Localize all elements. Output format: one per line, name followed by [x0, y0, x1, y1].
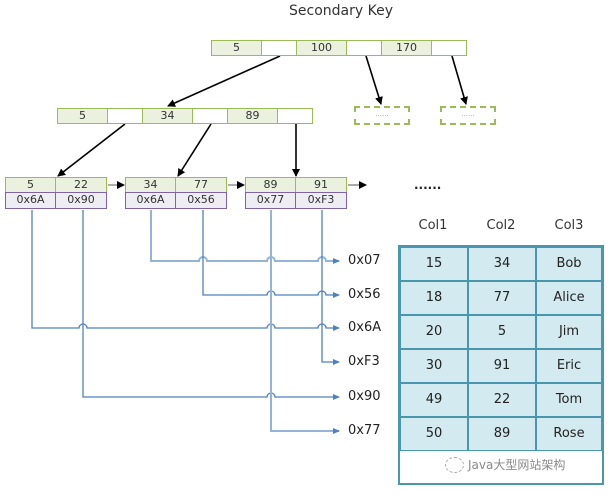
more-leaves-ellipsis: ......: [414, 178, 442, 192]
tree-pointer-arrow: [451, 55, 468, 105]
internal-key: 34: [141, 108, 194, 124]
internal-key: 89: [226, 108, 279, 124]
table-cell: 20: [400, 315, 468, 349]
table-row: 15 34 Bob: [400, 247, 602, 281]
root-node: 5 100 170: [210, 40, 467, 56]
leaf-row-pointer: 0x6A: [4, 192, 57, 209]
leaf-node: 5 22 0x6A 0x90: [4, 177, 110, 209]
internal-pointer: [192, 108, 228, 124]
leaf-key: 91: [295, 177, 347, 193]
root-key: 5: [210, 40, 263, 56]
row-pointer-link: [31, 210, 340, 331]
watermark-text: Java大型网站架构: [468, 458, 566, 472]
table-cell: Alice: [536, 281, 602, 315]
data-table: 15 34 Bob 18 77 Alice 20 5 Jim 30 91 Eri…: [398, 245, 604, 485]
table-cell: 5: [468, 315, 536, 349]
internal-key: 5: [56, 108, 109, 124]
table-row: 18 77 Alice: [400, 281, 602, 315]
leaf-node: 89 91 0x77 0xF3: [244, 177, 350, 209]
leaf-row-pointer: 0x56: [175, 192, 227, 209]
root-key: 100: [295, 40, 348, 56]
leaf-row-pointer: 0x90: [55, 192, 107, 209]
internal-node: 5 34 89: [56, 108, 313, 124]
table-cell: 49: [400, 383, 468, 417]
tree-pointer-arrow: [365, 55, 383, 105]
table-cell: 50: [400, 417, 468, 451]
leaf-row-pointer: 0x6A: [124, 192, 177, 209]
column-header: Col2: [486, 218, 516, 233]
row-address-label: 0x56: [348, 287, 381, 302]
row-address-label: 0x90: [348, 389, 381, 404]
column-header: Col3: [554, 218, 584, 233]
row-pointer-link: [82, 210, 340, 400]
root-pointer: [431, 40, 467, 56]
table-cell: Jim: [536, 315, 602, 349]
leaf-key: 89: [244, 177, 297, 193]
leaf-key: 22: [55, 177, 107, 193]
internal-pointer: [277, 108, 313, 124]
watermark: Java大型网站架构: [445, 456, 565, 473]
root-pointer: [261, 40, 297, 56]
leaf-row-pointer: 0x77: [244, 192, 297, 209]
placeholder-node: ......: [440, 106, 496, 125]
row-address-label: 0x77: [348, 423, 381, 438]
table-row: 50 89 Rose: [400, 417, 602, 451]
leaf-key: 5: [4, 177, 57, 193]
tree-pointer-arrow: [167, 55, 281, 107]
table-cell: 34: [468, 247, 536, 281]
wechat-icon: [445, 456, 464, 473]
tree-pointer-arrow: [57, 123, 126, 177]
leaf-key: 77: [175, 177, 227, 193]
diagram-title: Secondary Key: [289, 3, 393, 19]
table-cell: Tom: [536, 383, 602, 417]
row-pointer-link: [270, 210, 340, 434]
leaf-row-pointer: 0xF3: [295, 192, 347, 209]
table-cell: 22: [468, 383, 536, 417]
table-row: 20 5 Jim: [400, 315, 602, 349]
row-address-label: 0x6A: [348, 320, 382, 335]
leaf-node: 34 77 0x6A 0x56: [124, 177, 230, 209]
internal-pointer: [107, 108, 143, 124]
root-key: 170: [380, 40, 433, 56]
column-header: Col1: [418, 218, 448, 233]
leaf-key: 34: [124, 177, 177, 193]
placeholder-node: ......: [354, 106, 410, 125]
table-row: 30 91 Eric: [400, 349, 602, 383]
table-cell: 77: [468, 281, 536, 315]
table-row: 49 22 Tom: [400, 383, 602, 417]
row-pointer-link: [321, 210, 340, 365]
root-pointer: [346, 40, 382, 56]
table-cell: Eric: [536, 349, 602, 383]
table-cell: Rose: [536, 417, 602, 451]
table-cell: 91: [468, 349, 536, 383]
row-address-label: 0xF3: [348, 354, 380, 369]
row-address-label: 0x07: [348, 253, 381, 268]
table-cell: Bob: [536, 247, 602, 281]
row-pointer-link: [150, 210, 340, 264]
tree-pointer-arrow: [177, 123, 212, 177]
table-cell: 15: [400, 247, 468, 281]
table-cell: 30: [400, 349, 468, 383]
row-pointer-link: [202, 210, 340, 298]
table-cell: 18: [400, 281, 468, 315]
table-cell: 89: [468, 417, 536, 451]
